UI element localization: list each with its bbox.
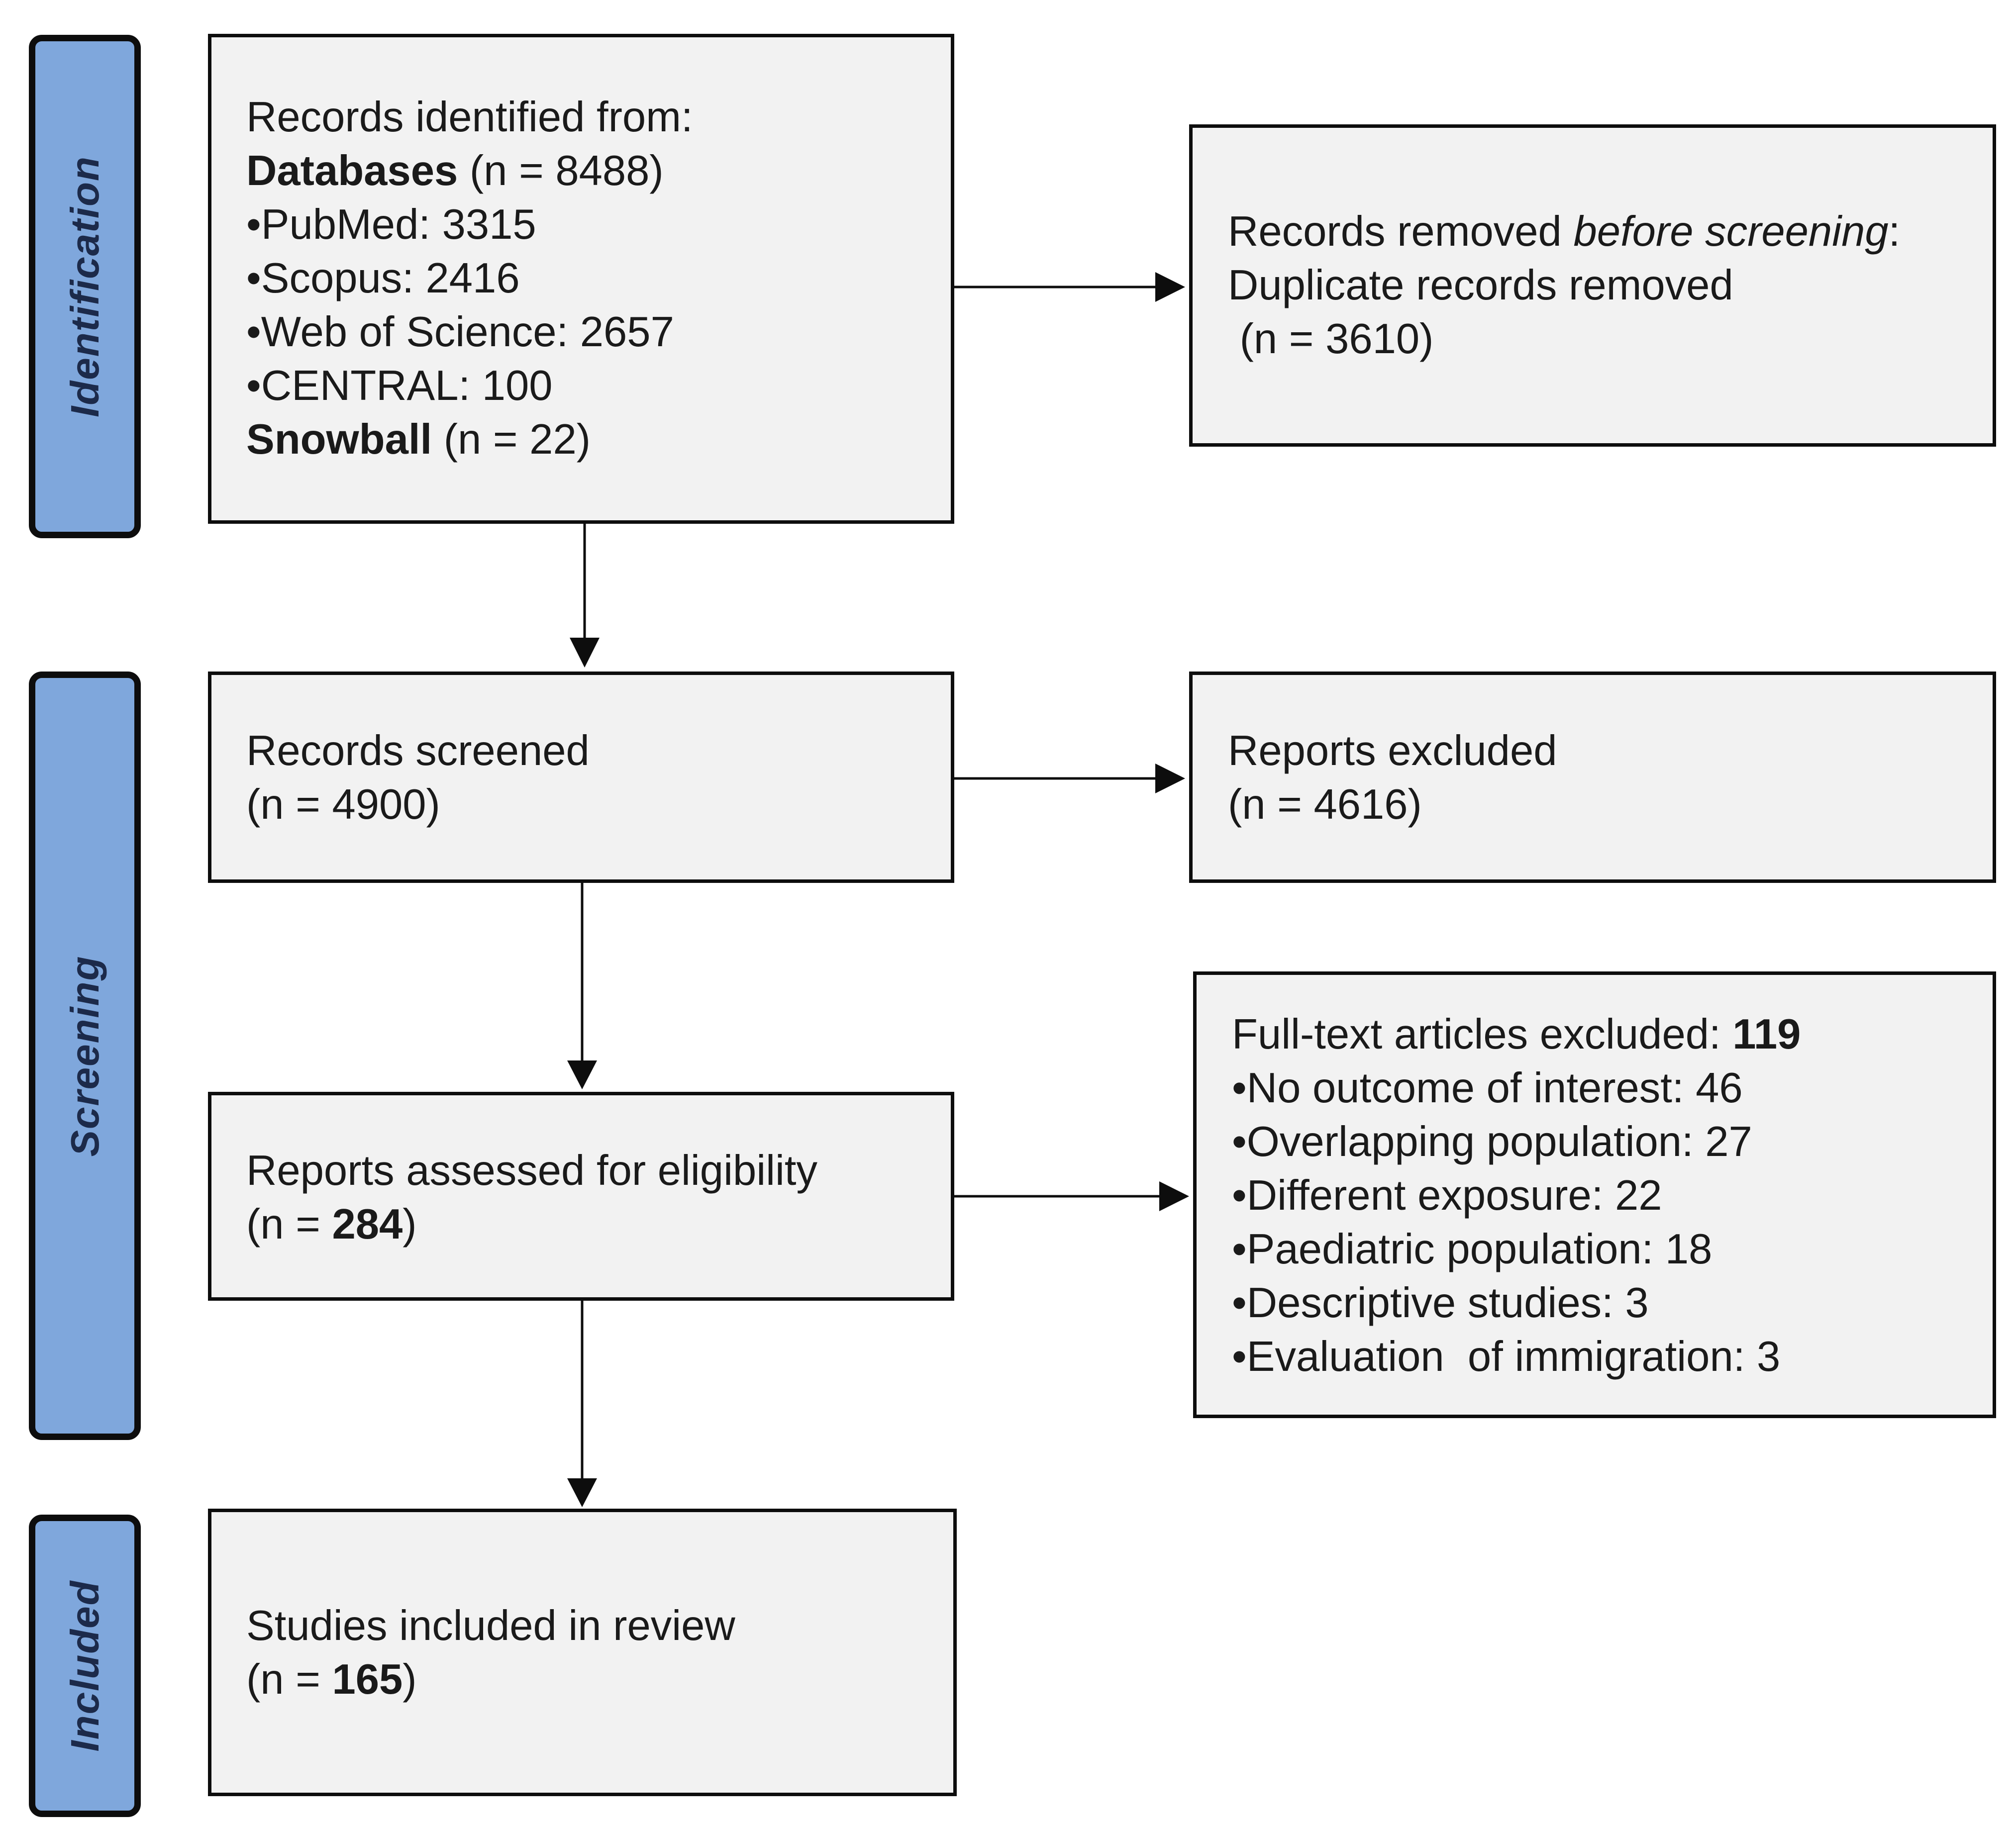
- excluded-count: (n = 4616): [1228, 781, 1422, 828]
- arrowhead-to-fulltext: [1159, 1181, 1189, 1211]
- fulltext-title: Full-text articles excluded:: [1232, 1011, 1733, 1058]
- removed-suffix: :: [1888, 208, 1901, 255]
- fulltext-reason-3: •Different exposure: 22: [1232, 1172, 1662, 1219]
- scopus-line: •Scopus: 2416: [246, 255, 520, 302]
- assessed-count-line: (n = 284): [246, 1198, 817, 1251]
- arrowhead-to-included: [567, 1478, 597, 1507]
- reports-assessed-text: Reports assessed for eligibility (n = 28…: [246, 1144, 817, 1251]
- included-open: (n =: [246, 1656, 332, 1703]
- fulltext-reason-4: •Paediatric population: 18: [1232, 1226, 1713, 1273]
- snowball-count: (n = 22): [443, 416, 591, 463]
- removed-prefix: Records removed: [1228, 208, 1574, 255]
- assessed-title: Reports assessed for eligibility: [246, 1147, 817, 1194]
- databases-label: Databases: [246, 147, 458, 194]
- phase-identification: Identification: [29, 35, 141, 538]
- fulltext-reason-2: •Overlapping population: 27: [1232, 1118, 1752, 1165]
- records-identified-box: [208, 34, 954, 524]
- fulltext-num: 119: [1732, 1011, 1801, 1058]
- central-line: •CENTRAL: 100: [246, 362, 553, 409]
- databases-count: (n = 8488): [469, 147, 664, 194]
- records-identified-text: Records identified from: Databases (n = …: [246, 91, 693, 467]
- studies-included-text: Studies included in review (n = 165): [246, 1599, 735, 1707]
- screened-count: (n = 4900): [246, 781, 440, 828]
- pubmed-line: •PubMed: 3315: [246, 201, 536, 248]
- fulltext-title-line: Full-text articles excluded: 119: [1232, 1008, 1801, 1061]
- reports-excluded-text: Reports excluded (n = 4616): [1228, 724, 1557, 832]
- screened-title: Records screened: [246, 727, 590, 774]
- records-screened-box: [208, 672, 954, 883]
- records-removed-text: Records removed before screening: Duplic…: [1228, 205, 1900, 366]
- removed-line-1: Records removed before screening:: [1228, 205, 1900, 259]
- reports-assessed-box: [208, 1092, 954, 1301]
- fulltext-excluded-box: [1193, 971, 1996, 1418]
- records-removed-box: [1189, 124, 1996, 447]
- removed-emph: before screening: [1573, 208, 1889, 255]
- arrowhead-to-assessed: [567, 1060, 597, 1089]
- phase-screening: Screening: [29, 672, 141, 1440]
- databases-line: Databases (n = 8488): [246, 144, 693, 198]
- arrowhead-to-removed: [1155, 272, 1185, 302]
- snowball-line: Snowball (n = 22): [246, 413, 693, 467]
- wos-line: •Web of Science: 2657: [246, 308, 674, 356]
- snowball-label: Snowball: [246, 416, 432, 463]
- arrowhead-to-excluded: [1155, 764, 1185, 793]
- fulltext-excluded-text: Full-text articles excluded: 119 •No out…: [1232, 1008, 1801, 1384]
- assessed-open: (n =: [246, 1201, 332, 1248]
- included-num: 165: [332, 1656, 403, 1703]
- assessed-close: ): [403, 1201, 417, 1248]
- fulltext-reason-5: •Descriptive studies: 3: [1232, 1279, 1649, 1327]
- arrowhead-to-screened: [570, 638, 600, 668]
- phase-included: Included: [29, 1515, 141, 1817]
- removed-line-3: (n = 3610): [1228, 315, 1434, 363]
- included-title: Studies included in review: [246, 1602, 735, 1649]
- records-screened-text: Records screened (n = 4900): [246, 724, 590, 832]
- identified-title: Records identified from:: [246, 94, 693, 141]
- included-count-line: (n = 165): [246, 1653, 735, 1707]
- fulltext-reason-1: •No outcome of interest: 46: [1232, 1064, 1743, 1112]
- excluded-title: Reports excluded: [1228, 727, 1557, 774]
- included-close: ): [403, 1656, 417, 1703]
- assessed-num: 284: [332, 1201, 403, 1248]
- removed-line-2: Duplicate records removed: [1228, 262, 1733, 309]
- reports-excluded-box: [1189, 672, 1996, 883]
- studies-included-box: [208, 1509, 957, 1796]
- fulltext-reason-6: •Evaluation of immigration: 3: [1232, 1333, 1781, 1380]
